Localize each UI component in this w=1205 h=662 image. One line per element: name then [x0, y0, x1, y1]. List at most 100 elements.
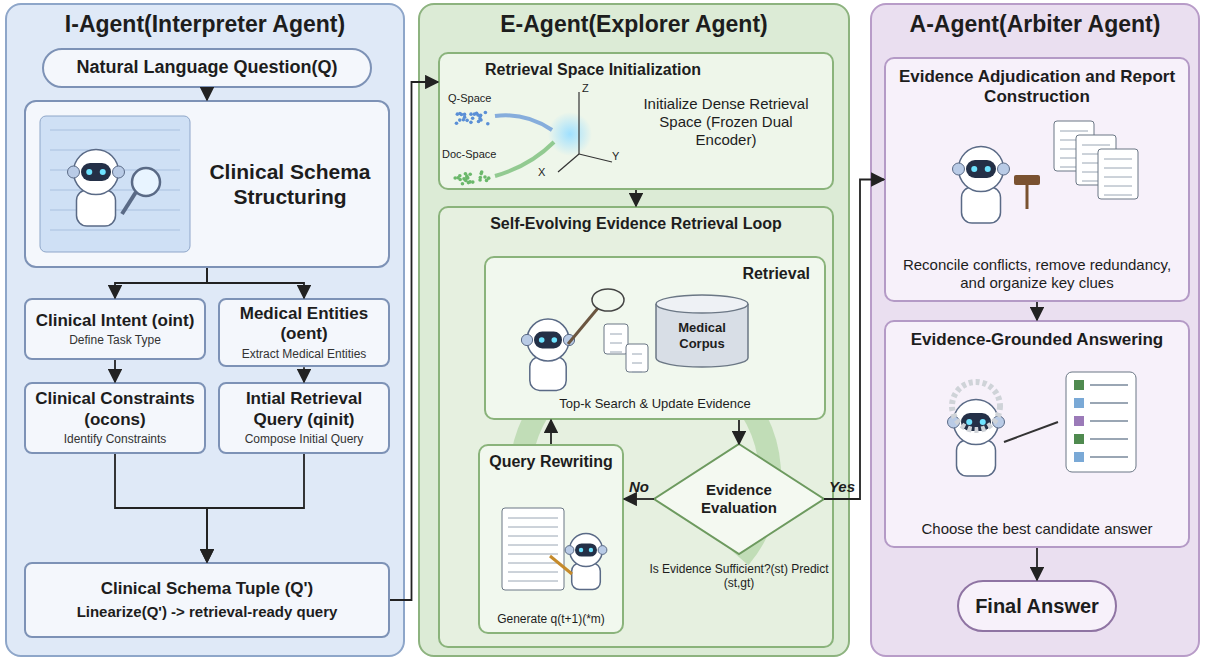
illustration-part [458, 174, 462, 178]
illustration [886, 322, 1188, 546]
illustration-part [578, 92, 579, 154]
illustration-part [550, 556, 572, 574]
illustration-part [473, 112, 477, 116]
agent-panel: A-Agent(Arbiter Agent)Evidence Adjudicat… [870, 3, 1200, 657]
illustration-part [495, 115, 552, 130]
illustration-part [469, 112, 473, 116]
illustration-part [570, 534, 603, 567]
illustration-part [575, 543, 597, 556]
illustration-part [50, 130, 180, 131]
illustration-part [632, 363, 642, 364]
connector-arrow [824, 180, 884, 500]
illustration [26, 102, 388, 266]
input-box: Natural Language Question(Q) [42, 48, 372, 88]
node-heading: Self-Evolving Evidence Retrieval Loop [446, 214, 826, 233]
axis-label: Z [582, 82, 589, 95]
node-heading: Clinical Constraints (ocons) [32, 389, 198, 430]
illustration-part [552, 337, 558, 343]
process-box: Clinical Schema Structuring [24, 100, 390, 268]
illustration-part [1082, 145, 1110, 146]
illustration-part [1074, 434, 1084, 444]
connector-arrow [390, 82, 438, 600]
illustration-part [632, 354, 642, 355]
illustration-part [86, 169, 92, 175]
illustration-part [50, 150, 180, 151]
output-box: Final Answer [957, 580, 1117, 632]
connector-arrow [207, 454, 304, 562]
illustration-part [589, 548, 593, 552]
node-body: Compose Initial Query [226, 432, 382, 446]
illustration-part [953, 163, 965, 175]
illustration-part [77, 190, 116, 226]
illustration-part [508, 545, 558, 546]
illustration-part [81, 163, 111, 181]
illustration-part [485, 179, 489, 183]
node-body: Choose the best candidate answer [898, 520, 1176, 538]
illustration-part [458, 178, 462, 182]
connector-arrow [206, 88, 208, 100]
node-heading: I-Agent(Interpreter Agent) [15, 11, 395, 39]
illustration-part [479, 172, 483, 176]
illustration-part [458, 118, 462, 122]
illustration-part [966, 419, 972, 425]
illustration-part [1104, 159, 1132, 160]
illustration-part [656, 295, 748, 313]
connector-arrow [738, 420, 740, 444]
illustration-part [508, 554, 558, 555]
process-box: Clinical Intent (oint)Define Task Type [24, 298, 206, 360]
illustration-part [539, 337, 545, 343]
illustration-part [471, 117, 475, 121]
illustration-part [50, 190, 180, 191]
node-body: Define Task Type [32, 333, 198, 347]
illustration-part [461, 182, 465, 186]
process-box: Retrieval Space InitializationInitialize… [438, 52, 834, 190]
axis-label: Q-Space [448, 92, 491, 105]
process-box: Evidence-Grounded AnsweringChoose the be… [884, 320, 1190, 548]
process-box: Intial Retrieval Query (qinit)Compose In… [218, 382, 390, 454]
process-box: Medical Entities (oent)Extract Medical E… [218, 298, 390, 367]
illustration-part [1074, 398, 1084, 408]
process-box: Query RewritingGenerate q(t+1)(*m) [478, 444, 624, 634]
node-heading: E-Agent(Explorer Agent) [428, 11, 840, 39]
illustration [480, 446, 622, 632]
axis-label: Y [612, 150, 619, 163]
illustration-part [1098, 149, 1138, 199]
illustration-part [1074, 380, 1084, 390]
axis-label: Doc-Space [442, 148, 496, 161]
illustration-part [463, 116, 467, 120]
illustration-part [468, 180, 472, 184]
illustration [644, 444, 834, 619]
node-heading: Evidence Adjudication and Report Constru… [898, 67, 1176, 108]
illustration-part [610, 334, 622, 335]
illustration-part [50, 230, 180, 231]
illustration-part [464, 172, 468, 176]
illustration-part [1004, 422, 1058, 442]
illustration-part [469, 121, 473, 125]
node-heading: Clinical Schema Structuring [204, 159, 376, 209]
connector-arrow [114, 360, 116, 382]
illustration-part [1090, 456, 1128, 458]
illustration-part [455, 121, 459, 125]
illustration-part [122, 192, 136, 214]
illustration-part [568, 308, 598, 344]
connector-arrow [1036, 302, 1038, 320]
illustration-part [998, 163, 1010, 175]
connector-arrow [115, 268, 207, 298]
illustration-part [957, 440, 996, 476]
illustration-part [113, 166, 125, 178]
node-body: Generate q(t+1)(*m) [486, 612, 616, 626]
illustration-part [610, 343, 622, 344]
illustration-part [592, 289, 624, 311]
illustration-part [456, 112, 460, 116]
illustration-part [1104, 177, 1132, 178]
node-heading: Clinical Schema Tuple (Q') [34, 579, 380, 599]
illustration-part [484, 111, 488, 115]
illustration-part [508, 518, 558, 519]
illustration-part [959, 147, 1004, 192]
illustration-part [1060, 131, 1088, 132]
connector-arrow [550, 420, 552, 444]
illustration-part [966, 160, 996, 178]
connector-arrow [1036, 548, 1038, 580]
node-body: Top-k Search & Update Evidence [500, 396, 810, 412]
illustration-part [465, 119, 469, 123]
